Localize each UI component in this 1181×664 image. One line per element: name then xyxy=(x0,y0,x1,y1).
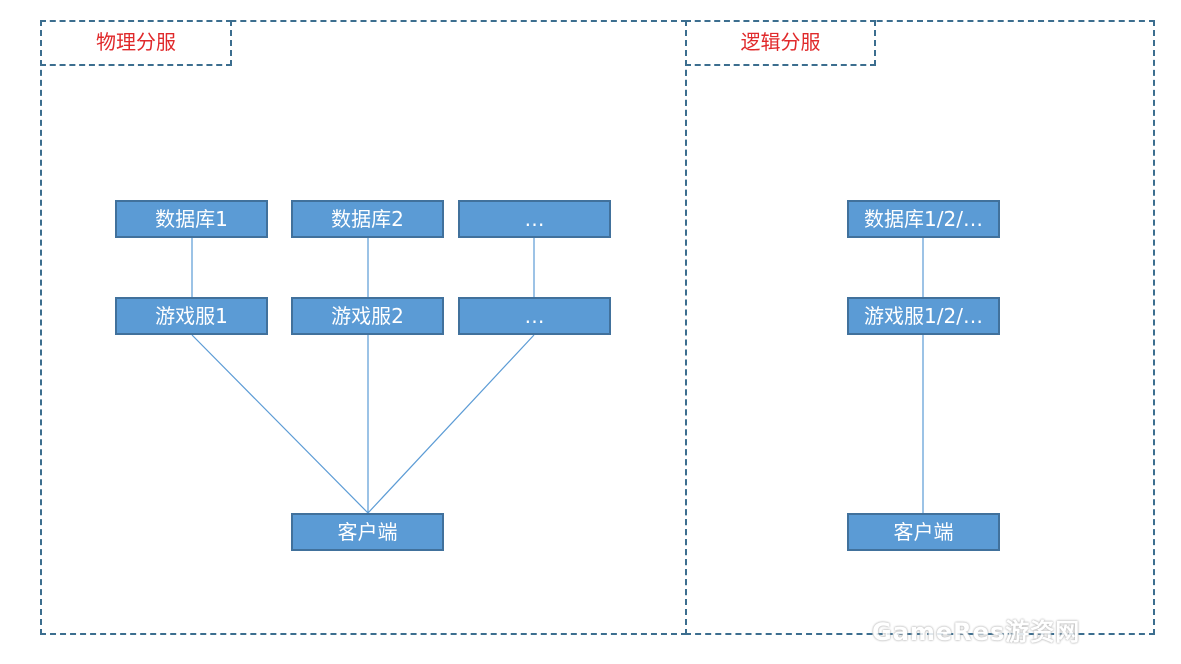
node-database-logical: 数据库1/2/… xyxy=(847,200,1000,238)
node-database-more: … xyxy=(458,200,611,238)
physical-sharding-label: 物理分服 xyxy=(40,20,232,66)
node-database-1: 数据库1 xyxy=(115,200,268,238)
node-client-logical: 客户端 xyxy=(847,513,1000,551)
node-game-server-2: 游戏服2 xyxy=(291,297,444,335)
node-game-server-1: 游戏服1 xyxy=(115,297,268,335)
edge-gs1-client xyxy=(191,334,369,514)
node-client-physical: 客户端 xyxy=(291,513,444,551)
node-database-2: 数据库2 xyxy=(291,200,444,238)
watermark: GameRes游资网 xyxy=(872,618,1081,646)
node-game-server-more: … xyxy=(458,297,611,335)
edge-gs3-client xyxy=(367,334,535,514)
node-game-server-logical: 游戏服1/2/… xyxy=(847,297,1000,335)
logical-sharding-panel xyxy=(685,20,1155,635)
logical-sharding-label: 逻辑分服 xyxy=(685,20,876,66)
